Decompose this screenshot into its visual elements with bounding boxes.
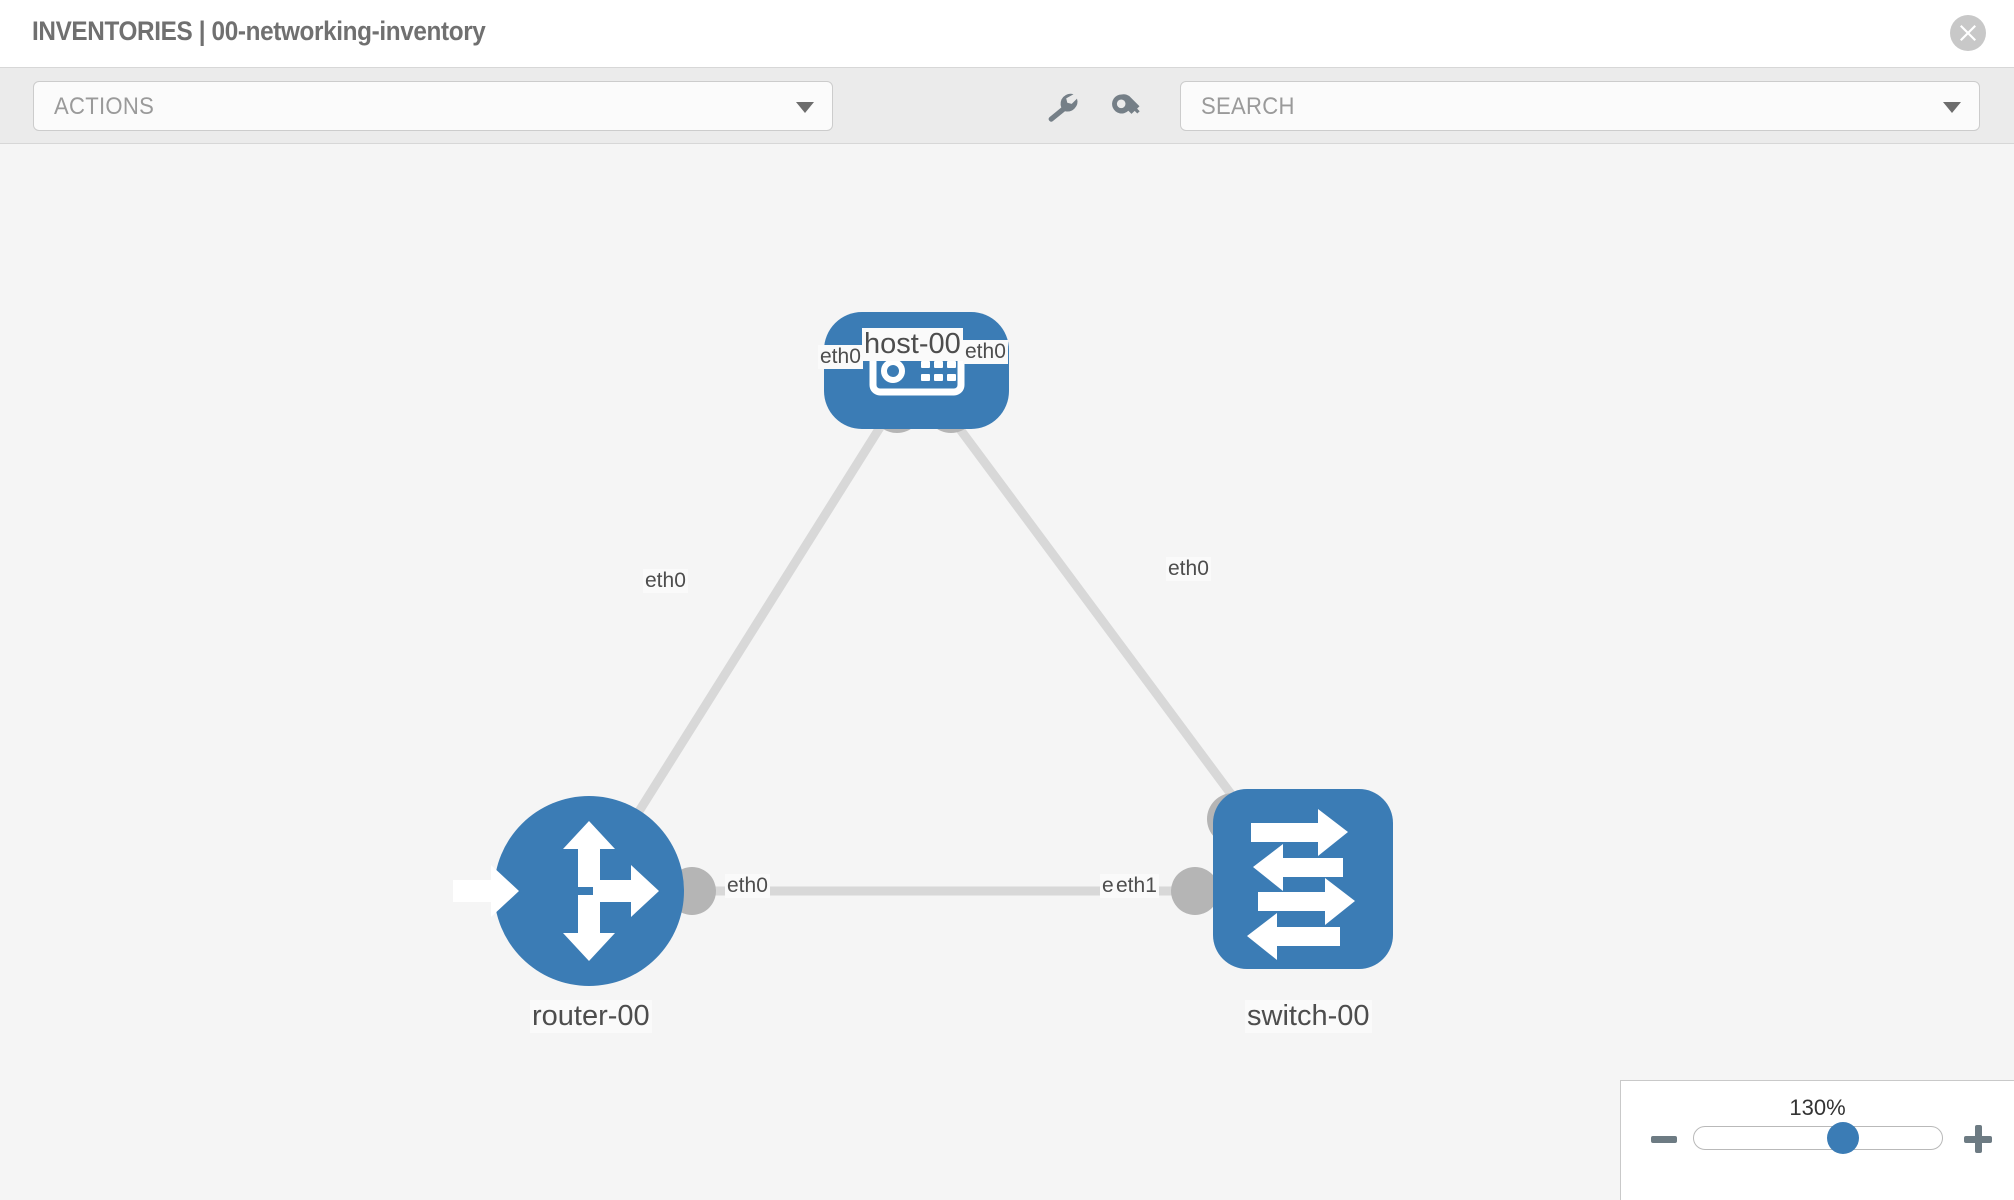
- wrench-icon[interactable]: [1043, 90, 1081, 124]
- zoom-slider-track[interactable]: [1693, 1122, 1943, 1154]
- node-label-host-00: host-00: [862, 328, 963, 361]
- interface-label-switch-up: eth0: [1166, 557, 1211, 581]
- topology-links: [585, 367, 1307, 896]
- interface-label-host-right: eth0: [963, 340, 1008, 364]
- node-label-switch-00: switch-00: [1245, 1000, 1372, 1033]
- close-icon[interactable]: [1950, 15, 1986, 51]
- switch-arrows-icon: [1247, 809, 1355, 960]
- chevron-down-icon[interactable]: [1943, 102, 1961, 113]
- interface-label-host-left: eth0: [818, 345, 863, 369]
- node-switch-00: [1213, 789, 1393, 969]
- node-router-00: [453, 796, 684, 986]
- interface-label-router-up: eth0: [643, 569, 688, 593]
- page-title: INVENTORIES | 00-networking-inventory: [32, 16, 486, 46]
- search-placeholder: SEARCH: [1201, 93, 1295, 120]
- zoom-control-panel: 130%: [1620, 1080, 2014, 1200]
- plus-icon[interactable]: [1964, 1125, 1992, 1153]
- toolbar: ACTIONS SEARCH: [0, 68, 2014, 144]
- interface-endpoints: [668, 381, 1259, 915]
- actions-dropdown[interactable]: ACTIONS: [33, 81, 833, 131]
- interface-label-router-right: eth0: [725, 874, 770, 898]
- interface-endpoint-switch-left: [1171, 867, 1219, 915]
- interface-label-switch-left: eth1: [1114, 874, 1159, 898]
- chevron-down-icon: [796, 102, 814, 113]
- node-label-router-00: router-00: [530, 1000, 652, 1033]
- minus-icon[interactable]: [1651, 1136, 1677, 1143]
- key-icon[interactable]: [1108, 90, 1146, 124]
- search-input[interactable]: SEARCH: [1180, 81, 1980, 131]
- topology-canvas[interactable]: eth0 host-00 eth0 eth0 eth0 eth0 eth eth…: [0, 145, 2014, 1200]
- router-arrows-icon: [453, 821, 659, 961]
- zoom-slider-thumb[interactable]: [1826, 1122, 1859, 1154]
- page-header: INVENTORIES | 00-networking-inventory: [0, 0, 2014, 68]
- actions-dropdown-label: ACTIONS: [54, 93, 155, 120]
- zoom-level-value: 130%: [1789, 1095, 1846, 1120]
- link-host-router: [585, 367, 920, 894]
